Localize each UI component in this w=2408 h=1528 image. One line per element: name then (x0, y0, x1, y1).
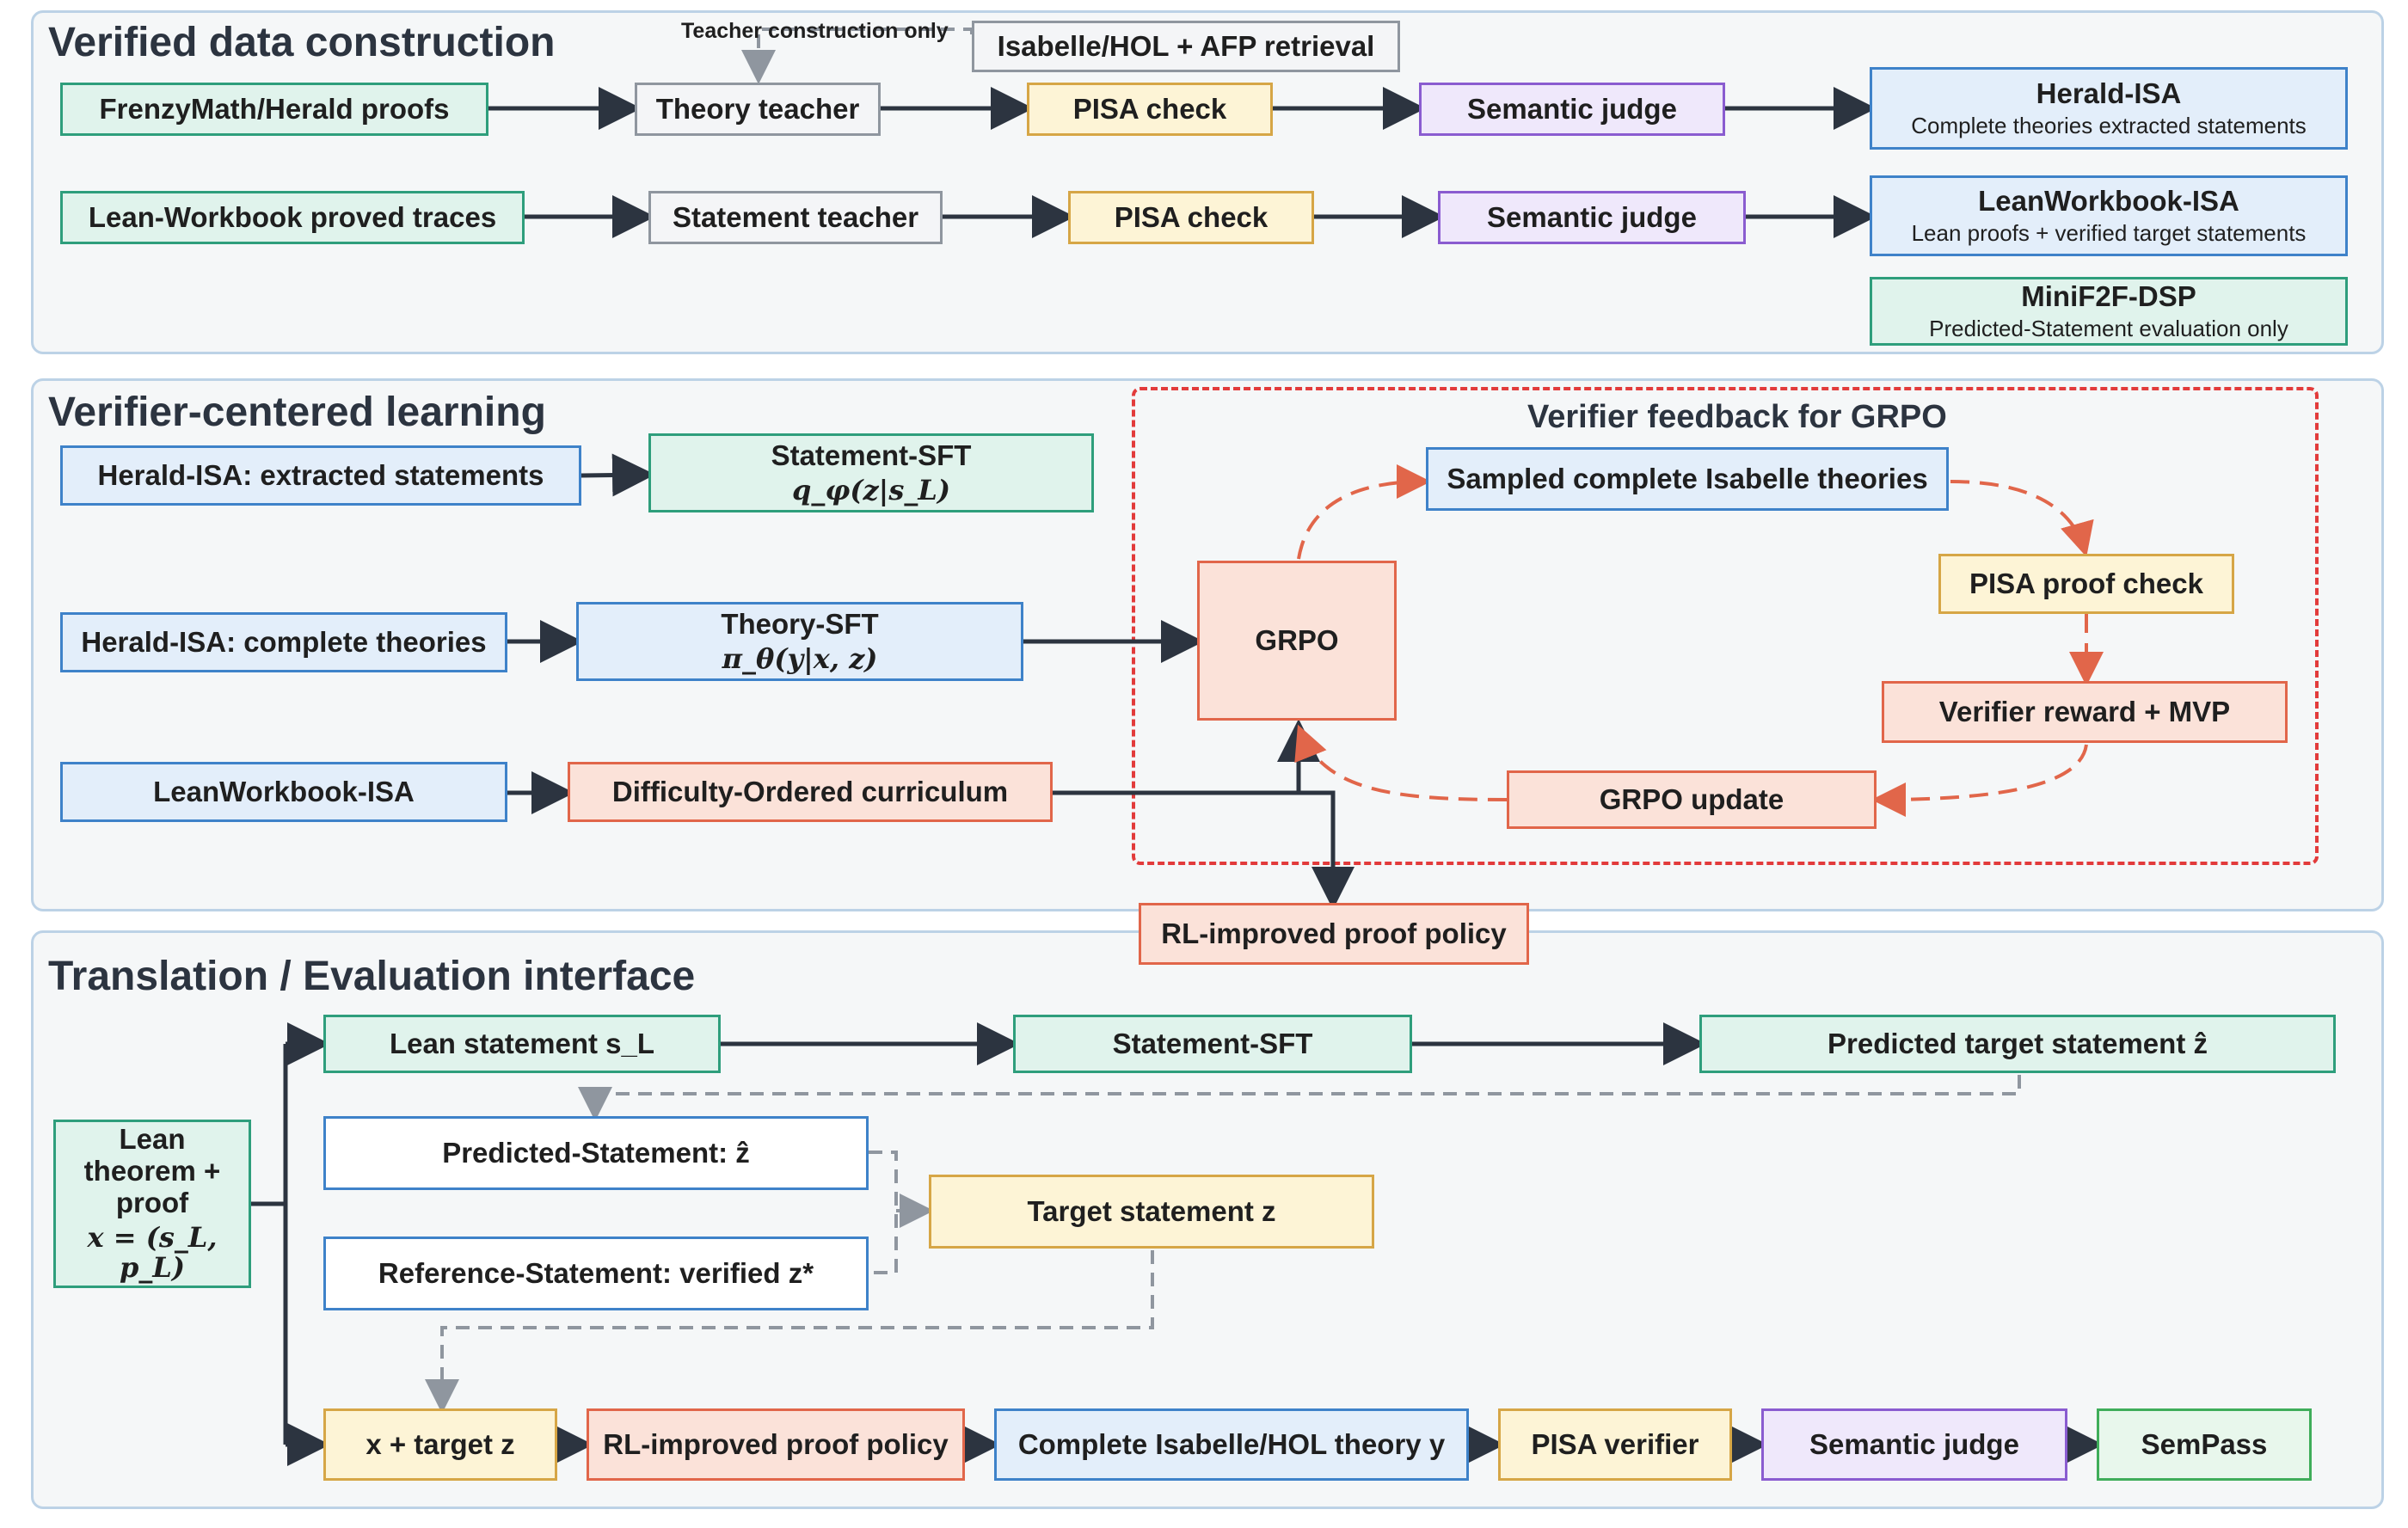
lean-input-line-2: theorem + (83, 1154, 221, 1187)
theory-sft-box: Theory-SFT π_θ(y|x, z) (576, 602, 1023, 681)
predicted-statement-label: Predicted-Statement: ẑ (442, 1136, 750, 1169)
lean-input-line-3: proof (115, 1186, 189, 1218)
herald-proofs-label: FrenzyMath/Herald proofs (99, 92, 450, 125)
verifier-feedback-frame (1132, 387, 2319, 865)
isabelle-theory-label: Complete Isabelle/HOL theory y (1017, 1427, 1446, 1460)
sampled-theories-box: Sampled complete Isabelle theories (1426, 447, 1949, 511)
theory-teacher-label: Theory teacher (655, 92, 860, 125)
lean-statement-label: Lean statement s_L (389, 1027, 655, 1059)
curriculum-box: Difficulty-Ordered curriculum (568, 762, 1053, 822)
reference-statement-box: Reference-Statement: verified z* (323, 1237, 869, 1310)
pisa-proof-check-label: PISA proof check (1969, 567, 2203, 599)
pisa-check-box-1: PISA check (1027, 83, 1273, 136)
minif2f-dsp-box: MiniF2F-DSP Predicted-Statement evaluati… (1870, 277, 2348, 346)
statement-sft-label: Statement-SFT (771, 439, 972, 471)
rl-policy-eval-label: RL-improved proof policy (603, 1427, 949, 1460)
target-statement-box: Target statement z (929, 1175, 1374, 1249)
leanworkbook-isa-subtitle: Lean proofs + verified target statements (1911, 219, 2307, 246)
x-target-label: x + target z (366, 1427, 515, 1460)
predicted-target-label: Predicted target statement ẑ (1828, 1027, 2208, 1059)
semantic-judge-eval-label: Semantic judge (1809, 1427, 2019, 1460)
verifier-reward-label: Verifier reward + MVP (1938, 695, 2231, 727)
grpo-update-label: GRPO update (1599, 782, 1784, 815)
retrieval-label: Isabelle/HOL + AFP retrieval (997, 29, 1375, 62)
data-construction-title: Verified data construction (48, 20, 556, 65)
lean-statement-box: Lean statement s_L (323, 1015, 721, 1073)
isabelle-theory-box: Complete Isabelle/HOL theory y (994, 1408, 1469, 1481)
translation-title: Translation / Evaluation interface (48, 954, 696, 999)
grpo-box: GRPO (1197, 561, 1397, 721)
teacher-construction-note: Teacher construction only (681, 19, 949, 43)
herald-isa-box: Herald-ISA Complete theories extracted s… (1870, 67, 2348, 150)
statement-sft-eval-box: Statement-SFT (1013, 1015, 1412, 1073)
minif2f-dsp-subtitle: Predicted-Statement evaluation only (1929, 315, 2288, 341)
rl-policy-box: RL-improved proof policy (1139, 903, 1529, 965)
leanworkbook-isa-input-box: LeanWorkbook-ISA (60, 762, 507, 822)
semantic-judge-eval-box: Semantic judge (1761, 1408, 2067, 1481)
reference-statement-label: Reference-Statement: verified z* (378, 1256, 814, 1289)
curriculum-label: Difficulty-Ordered curriculum (611, 775, 1009, 807)
minif2f-dsp-title: MiniF2F-DSP (2021, 279, 2196, 312)
verifier-reward-box: Verifier reward + MVP (1882, 681, 2288, 743)
lean-workbook-box: Lean-Workbook proved traces (60, 191, 525, 244)
pisa-check-box-2: PISA check (1068, 191, 1314, 244)
statement-teacher-box: Statement teacher (648, 191, 943, 244)
lean-theorem-input-box: Lean theorem + proof x = (s_L, p_L) (53, 1120, 251, 1288)
rl-policy-label: RL-improved proof policy (1161, 917, 1507, 949)
retrieval-box: Isabelle/HOL + AFP retrieval (972, 21, 1400, 72)
grpo-update-box: GRPO update (1507, 770, 1877, 829)
semantic-judge-label-2: Semantic judge (1487, 200, 1697, 233)
herald-extracted-statements-label: Herald-ISA: extracted statements (97, 458, 544, 491)
leanworkbook-isa-input-label: LeanWorkbook-ISA (153, 775, 415, 807)
statement-sft-box: Statement-SFT q_φ(z|s_L) (648, 433, 1094, 512)
semantic-judge-box-1: Semantic judge (1419, 83, 1725, 136)
grpo-label: GRPO (1255, 623, 1339, 656)
verifier-learning-title: Verifier-centered learning (48, 390, 546, 435)
lean-input-line-1: Lean (119, 1122, 186, 1155)
target-statement-label: Target statement z (1027, 1194, 1276, 1227)
pisa-proof-check-box: PISA proof check (1938, 554, 2234, 614)
herald-isa-title: Herald-ISA (2036, 77, 2182, 109)
pisa-check-label-2: PISA check (1114, 200, 1268, 233)
lean-workbook-label: Lean-Workbook proved traces (88, 200, 497, 233)
herald-extracted-statements-box: Herald-ISA: extracted statements (60, 445, 581, 506)
herald-complete-theories-label: Herald-ISA: complete theories (81, 625, 487, 658)
statement-teacher-label: Statement teacher (672, 200, 919, 233)
leanworkbook-isa-box: LeanWorkbook-ISA Lean proofs + verified … (1870, 175, 2348, 256)
statement-sft-eval-label: Statement-SFT (1112, 1027, 1313, 1059)
sempass-label: SemPass (2141, 1427, 2268, 1460)
statement-sft-formula: q_φ(z|s_L) (792, 473, 950, 506)
theory-sft-label: Theory-SFT (721, 607, 879, 640)
pisa-check-label-1: PISA check (1072, 92, 1227, 125)
herald-complete-theories-box: Herald-ISA: complete theories (60, 612, 507, 672)
sempass-box: SemPass (2097, 1408, 2312, 1481)
herald-proofs-box: FrenzyMath/Herald proofs (60, 83, 488, 136)
pisa-verifier-box: PISA verifier (1498, 1408, 1732, 1481)
lean-input-formula: x = (s_L, p_L) (87, 1220, 218, 1285)
theory-sft-formula: π_θ(y|x, z) (722, 641, 878, 675)
predicted-target-box: Predicted target statement ẑ (1699, 1015, 2336, 1073)
x-target-box: x + target z (323, 1408, 557, 1481)
sampled-theories-label: Sampled complete Isabelle theories (1447, 462, 1928, 494)
rl-policy-eval-box: RL-improved proof policy (587, 1408, 965, 1481)
leanworkbook-isa-title: LeanWorkbook-ISA (1978, 184, 2239, 217)
theory-teacher-box: Theory teacher (635, 83, 881, 136)
predicted-statement-box: Predicted-Statement: ẑ (323, 1116, 869, 1190)
herald-isa-subtitle: Complete theories extracted statements (1911, 112, 2307, 138)
verifier-feedback-title: Verifier feedback for GRPO (1527, 399, 1947, 435)
semantic-judge-box-2: Semantic judge (1438, 191, 1746, 244)
semantic-judge-label-1: Semantic judge (1467, 92, 1677, 125)
pisa-verifier-label: PISA verifier (1531, 1427, 1699, 1460)
